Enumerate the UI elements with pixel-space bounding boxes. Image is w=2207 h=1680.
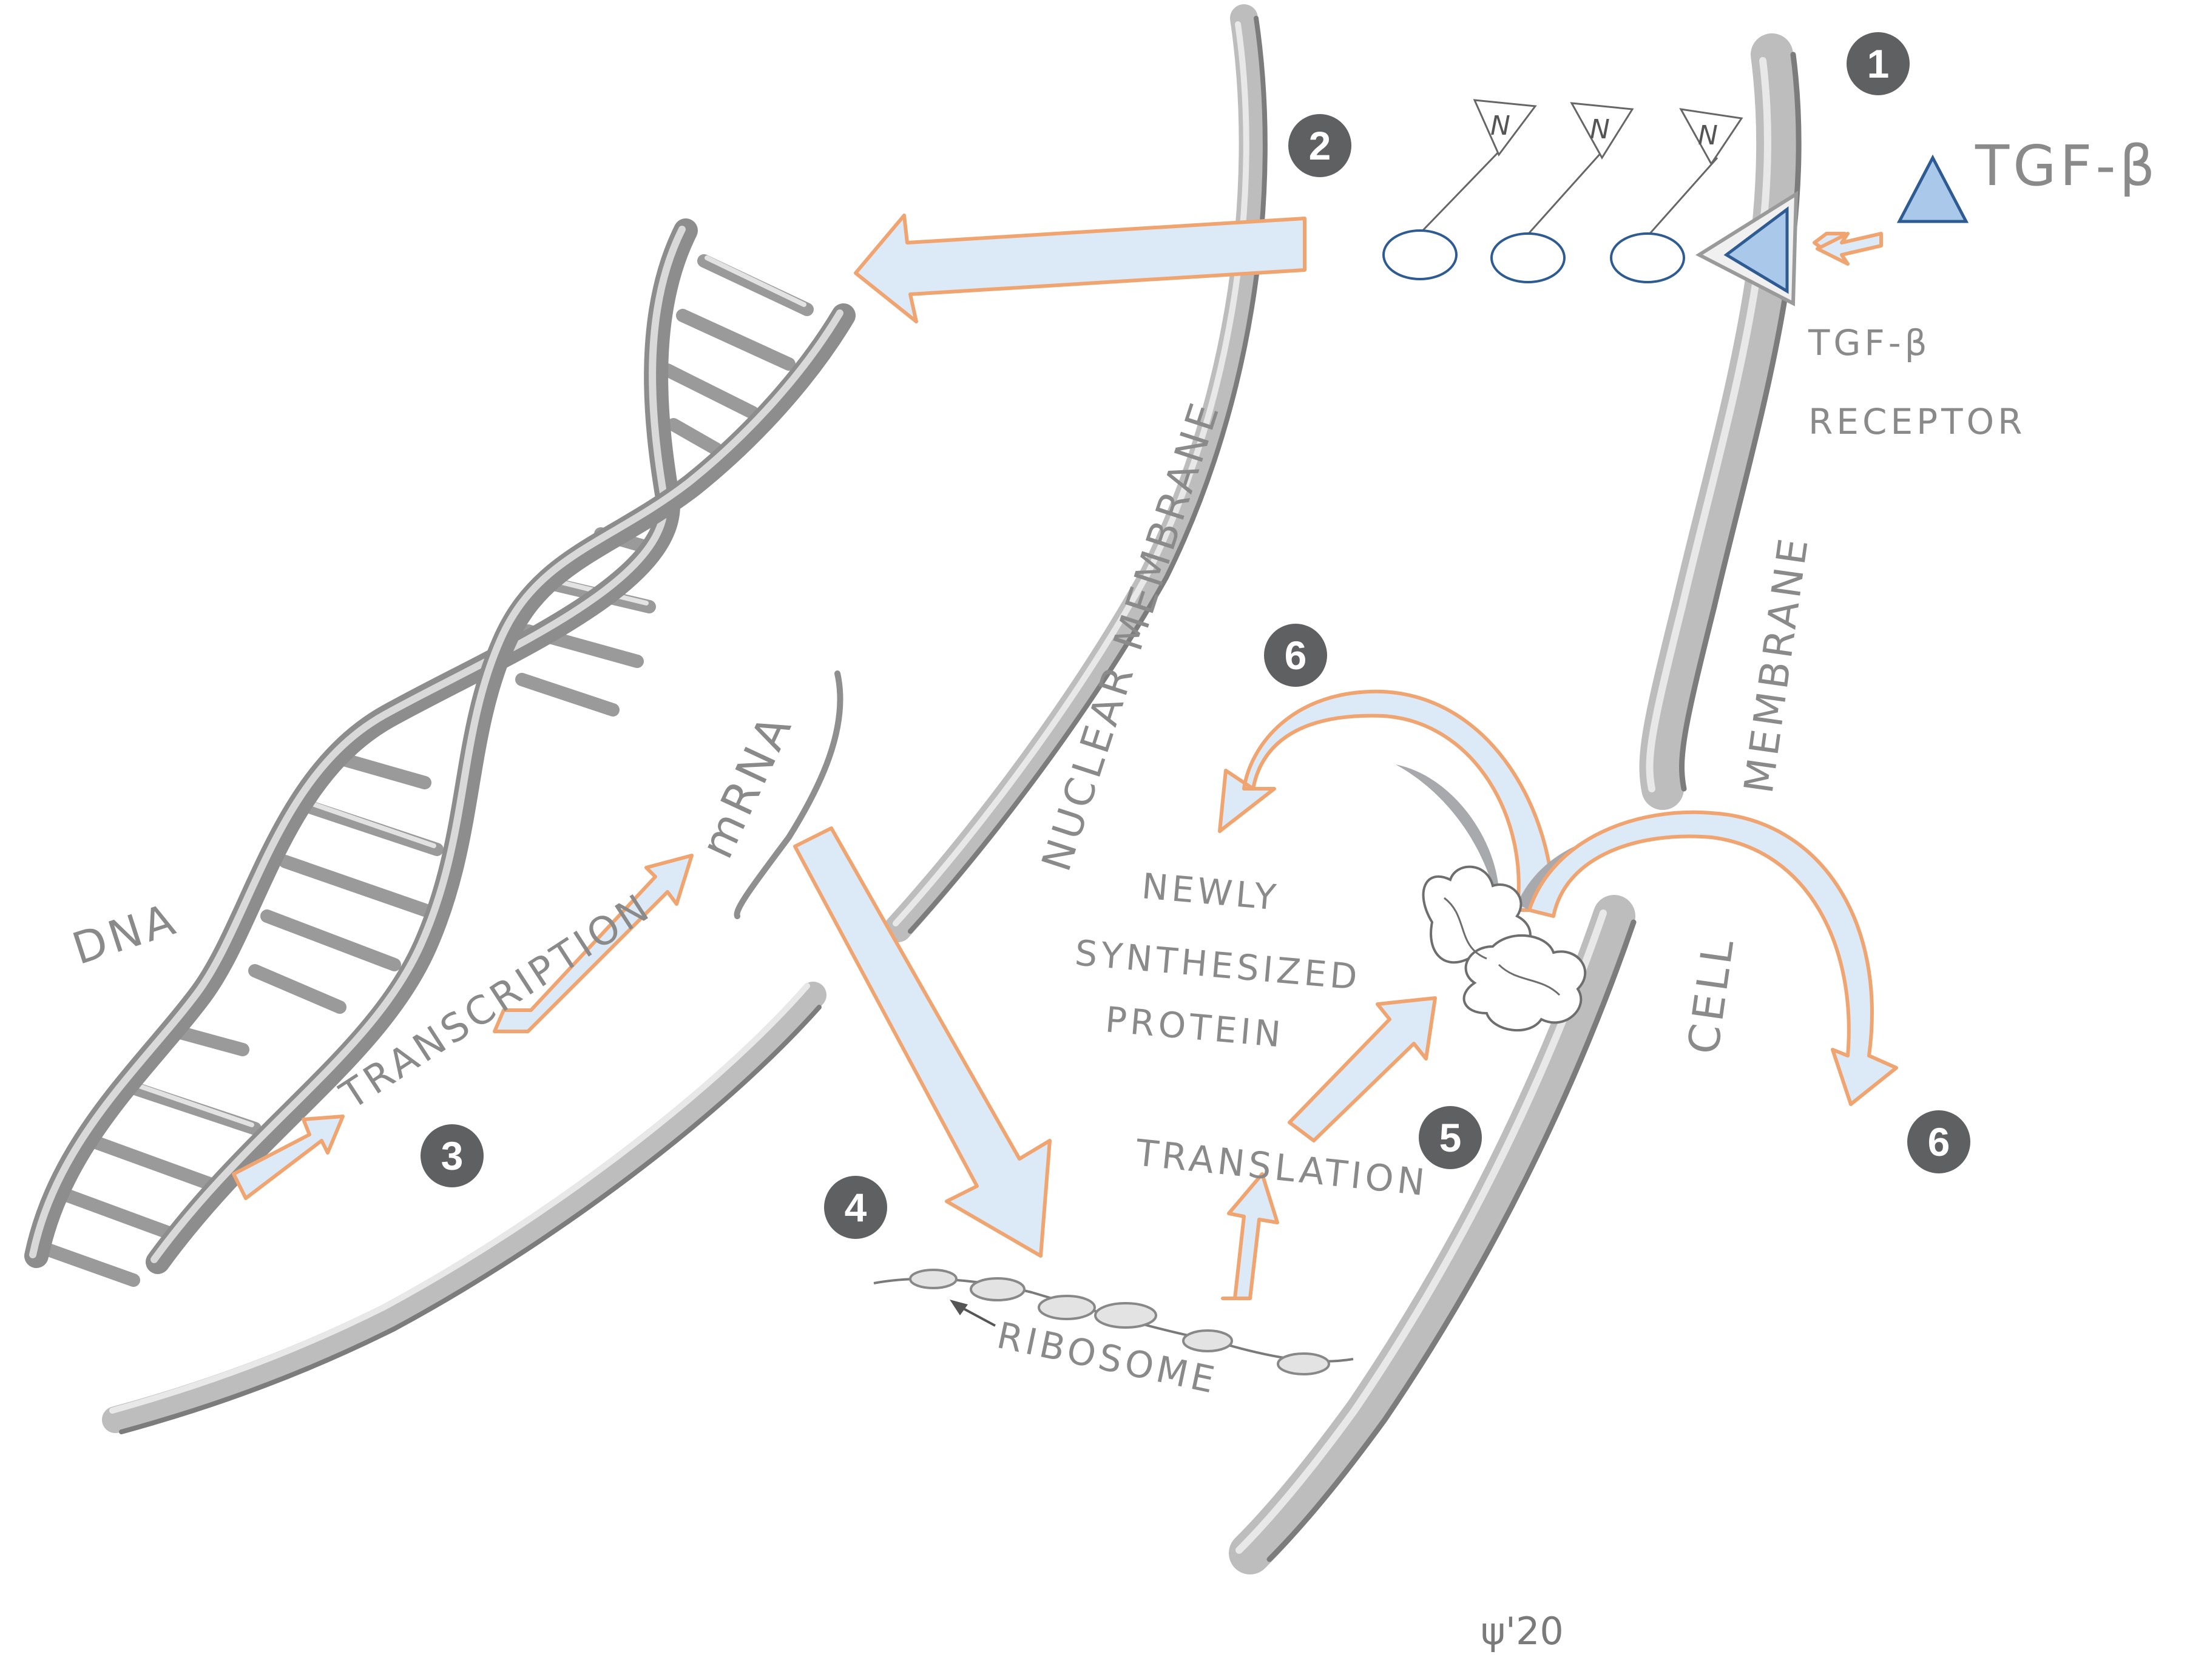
newly-label: NEWLY xyxy=(1140,865,1281,919)
tgf-beta-ligand xyxy=(1896,154,1969,223)
protein-to-nucleus-arrow xyxy=(1218,689,1555,912)
nuclear-membrane-upper xyxy=(884,4,1268,942)
step-badge-5: 5 xyxy=(1419,1106,1482,1169)
ribosome-to-translation-arrow xyxy=(1221,1172,1279,1300)
step-3-number: 3 xyxy=(441,1133,464,1178)
step-badge-6-lower: 6 xyxy=(1907,1110,1970,1173)
dna-label: DNA xyxy=(66,893,184,974)
translation-to-protein-arrow xyxy=(1288,996,1437,1142)
smad-protein-1 xyxy=(1382,99,1537,280)
nuclear-membrane-label: NUCLEAR MEMBRANE xyxy=(1033,394,1229,877)
step-badge-4: 4 xyxy=(824,1176,887,1239)
synthesized-protein xyxy=(1422,865,1587,1032)
ribosome-chain xyxy=(873,1269,1354,1375)
step-badge-2: 2 xyxy=(1288,114,1351,177)
cell-membrane-lower xyxy=(1229,895,1637,1574)
tgf-beta-receptor xyxy=(1695,191,1799,306)
ligand-to-receptor-arrow xyxy=(1816,232,1883,266)
translation-label: TRANSLATION xyxy=(1133,1132,1430,1204)
mrna-to-ribosome-arrow xyxy=(793,826,1052,1258)
step-badge-6-upper: 6 xyxy=(1264,624,1327,687)
signal-to-nucleus-arrow xyxy=(854,214,1306,323)
step-badge-1: 1 xyxy=(1847,32,1910,95)
dna-helix xyxy=(24,218,856,1287)
step-badge-3: 3 xyxy=(421,1124,484,1187)
nuclear-membrane-lower xyxy=(102,982,826,1434)
protein-export-arrows xyxy=(1218,689,1898,1106)
dna-to-transcription-arrow xyxy=(232,1115,345,1200)
mrna-strand xyxy=(734,670,843,919)
smad-3-n-label: N xyxy=(1698,120,1718,151)
receptor-label-line1: TGF-β xyxy=(1808,322,1931,363)
smad-1-n-label: N xyxy=(1490,110,1510,141)
protein-secretion-arrow xyxy=(1527,810,1898,1106)
transcription-to-mrna-arrow xyxy=(493,854,694,1033)
smad-2-n-label: N xyxy=(1590,114,1610,145)
step-6-upper-number: 6 xyxy=(1285,633,1307,678)
artist-signature: ψ'20 xyxy=(1481,1609,1564,1653)
smad-protein-3 xyxy=(1610,108,1743,283)
step-6-lower-number: 6 xyxy=(1928,1119,1950,1164)
smad-protein-2 xyxy=(1490,102,1634,283)
synthesized-label: SYNTHESIZED xyxy=(1073,932,1362,998)
cell-membrane-label-cell: CELL xyxy=(1678,933,1744,1058)
protein-label: PROTEIN xyxy=(1104,999,1286,1055)
cell-membrane-label-membrane: MEMBRANE xyxy=(1736,532,1818,796)
ribosome-label: RIBOSOME xyxy=(993,1314,1222,1402)
receptor-label-line2: RECEPTOR xyxy=(1808,401,2026,442)
step-1-number: 1 xyxy=(1867,41,1890,86)
step-2-number: 2 xyxy=(1309,123,1331,168)
step-4-number: 4 xyxy=(845,1185,867,1230)
tgf-beta-label: TGF-β xyxy=(1975,133,2158,198)
step-5-number: 5 xyxy=(1439,1115,1462,1160)
